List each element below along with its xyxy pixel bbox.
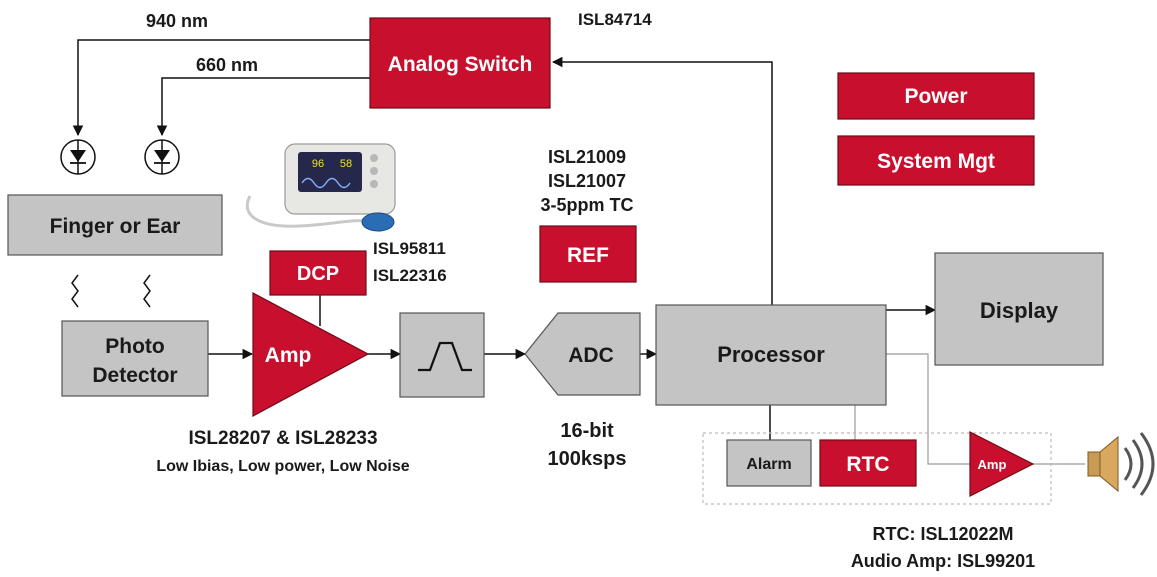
processor-block: Processor xyxy=(655,304,887,406)
filter-block xyxy=(399,312,485,398)
bandpass-filter-icon xyxy=(418,341,472,372)
peripheral-group-outline xyxy=(702,432,1052,505)
power-label: Power xyxy=(904,85,967,108)
adc-block: ADC xyxy=(524,312,641,396)
ref-part-line2: ISL21007 xyxy=(548,171,626,191)
adc-sample-rate: 100ksps xyxy=(548,448,627,470)
wavelength-660-label: 660 nm xyxy=(196,55,258,75)
light-squiggle-icon xyxy=(143,274,151,308)
ref-part-line1: ISL21009 xyxy=(548,147,626,167)
wire-940nm xyxy=(72,39,370,137)
rtc-part-note: RTC: ISL12022M xyxy=(872,524,1013,544)
photo-detector-block: Photo Detector xyxy=(61,320,209,397)
adc-resolution: 16-bit xyxy=(560,420,614,442)
amplifier-block: Amp xyxy=(252,292,370,418)
wire-660nm xyxy=(156,77,370,137)
dcp-part-line2: ISL22316 xyxy=(373,266,447,285)
ref-block: REF xyxy=(539,225,637,283)
dcp-part-line1: ISL95811 xyxy=(373,239,446,258)
led-940-icon xyxy=(60,139,96,175)
light-squiggle-icon xyxy=(71,274,79,308)
audio-amp-part-note: Audio Amp: ISL99201 xyxy=(851,551,1035,571)
display-label: Display xyxy=(980,298,1059,323)
rtc-block: RTC xyxy=(819,439,917,487)
alarm-label: Alarm xyxy=(746,456,791,473)
alarm-block: Alarm xyxy=(726,439,812,487)
power-block: Power xyxy=(837,72,1035,120)
rtc-label: RTC xyxy=(846,453,889,476)
system-mgt-label: System Mgt xyxy=(877,150,995,173)
finger-or-ear-label: Finger or Ear xyxy=(50,215,181,238)
photo-detector-label-line1: Photo xyxy=(105,335,164,358)
dcp-label: DCP xyxy=(297,263,339,285)
switch-part-number: ISL84714 xyxy=(578,10,652,29)
device-spo2-readout: 96 xyxy=(312,158,324,170)
finger-or-ear-block: Finger or Ear xyxy=(7,194,223,256)
photo-detector-label-line2: Detector xyxy=(92,364,177,387)
ref-label: REF xyxy=(567,244,609,267)
wavelength-940-label: 940 nm xyxy=(146,11,208,31)
analog-switch-block: Analog Switch xyxy=(369,17,551,109)
audio-amp-block: Amp xyxy=(969,431,1035,497)
led-660-icon xyxy=(144,139,180,175)
device-pulse-readout: 58 xyxy=(340,158,352,170)
amp-features: Low Ibias, Low power, Low Noise xyxy=(156,458,409,475)
wire-processor-to-audio-amp xyxy=(886,353,1085,465)
dcp-block: DCP xyxy=(269,250,367,296)
system-mgt-block: System Mgt xyxy=(837,135,1035,186)
ref-part-line3: 3-5ppm TC xyxy=(540,195,633,215)
speaker-icon xyxy=(1087,432,1155,496)
display-block: Display xyxy=(934,252,1104,366)
pulse-oximeter-device-image: 96 58 xyxy=(245,143,396,232)
wire-processor-to-switch xyxy=(551,56,773,305)
audio-amp-label: Amp xyxy=(978,457,1007,472)
analog-switch-label: Analog Switch xyxy=(388,53,533,76)
amp-part-numbers: ISL28207 & ISL28233 xyxy=(188,428,377,449)
adc-label: ADC xyxy=(568,344,614,367)
amp-label: Amp xyxy=(265,344,312,367)
processor-label: Processor xyxy=(717,342,825,367)
